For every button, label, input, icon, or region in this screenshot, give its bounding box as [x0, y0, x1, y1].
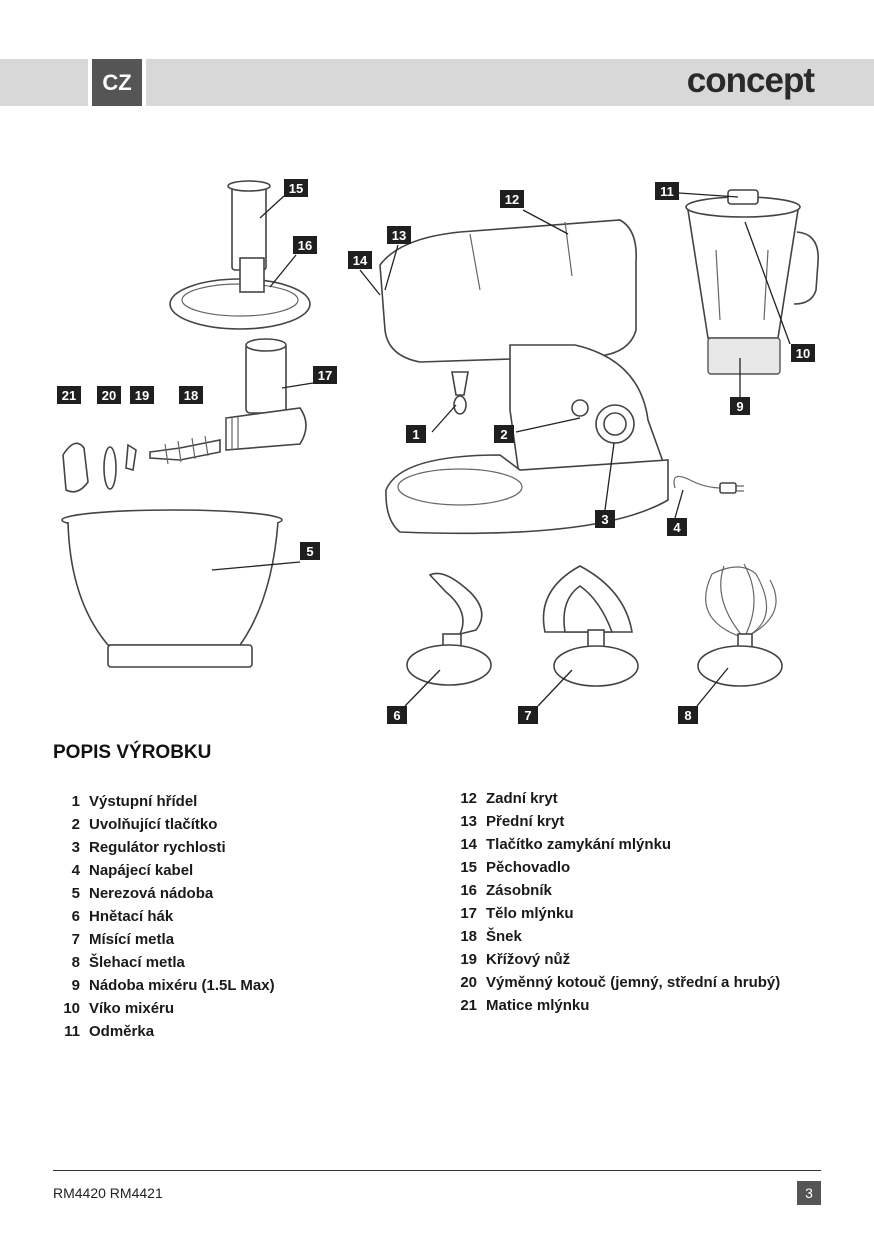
- callout-15: 15: [284, 179, 308, 197]
- mixer-drawing: [379, 219, 669, 535]
- callout-19: 19: [130, 386, 154, 404]
- svg-text:21: 21: [62, 388, 76, 403]
- svg-text:3: 3: [601, 512, 608, 527]
- callout-21: 21: [57, 386, 81, 404]
- product-diagram: 1 2 3 4 5 6 7 8 9 10 11 12 13 14 15 16 1…: [57, 179, 819, 724]
- svg-text:11: 11: [660, 184, 674, 199]
- svg-text:10: 10: [796, 346, 810, 361]
- callout-7: 7: [518, 706, 538, 724]
- flat-beater-drawing: [542, 565, 639, 687]
- grinder-body-drawing: [225, 338, 307, 451]
- page-number: 3: [797, 1181, 821, 1205]
- svg-text:19: 19: [135, 388, 149, 403]
- whisk-drawing: [697, 563, 783, 687]
- blender-jar-drawing: [685, 189, 819, 375]
- language-badge: CZ: [92, 59, 142, 106]
- svg-text:5: 5: [306, 544, 313, 559]
- svg-text:8: 8: [684, 708, 691, 723]
- svg-text:13: 13: [392, 228, 406, 243]
- callout-13: 13: [387, 226, 411, 244]
- svg-text:7: 7: [524, 708, 531, 723]
- header-bar-right: [146, 59, 874, 106]
- callout-11: 11: [655, 182, 679, 200]
- section-title: POPIS VÝROBKU: [53, 742, 212, 763]
- svg-text:20: 20: [102, 388, 116, 403]
- callout-14: 14: [348, 251, 372, 269]
- svg-text:17: 17: [318, 368, 332, 383]
- callout-6: 6: [387, 706, 407, 724]
- svg-text:14: 14: [353, 253, 368, 268]
- svg-text:6: 6: [393, 708, 400, 723]
- callout-20: 20: [97, 386, 121, 404]
- tamper-drawing: [227, 180, 271, 271]
- callout-3: 3: [595, 510, 615, 528]
- svg-text:2: 2: [500, 427, 507, 442]
- callout-17: 17: [313, 366, 337, 384]
- callout-18: 18: [179, 386, 203, 404]
- svg-text:16: 16: [298, 238, 312, 253]
- callout-10: 10: [791, 344, 815, 362]
- brand-logo: concept: [686, 61, 815, 100]
- header-bar-left: [0, 59, 88, 106]
- svg-text:4: 4: [673, 520, 681, 535]
- callout-12: 12: [500, 190, 524, 208]
- bowl-drawing: [61, 509, 283, 668]
- svg-text:1: 1: [412, 427, 419, 442]
- auger-drawing: [149, 435, 221, 465]
- footer-divider: [53, 1170, 821, 1171]
- footer-model-numbers: RM4420 RM4421: [53, 1185, 163, 1201]
- power-cord-drawing: [673, 475, 744, 494]
- ring-nut-drawing: [62, 442, 89, 493]
- callout-8: 8: [678, 706, 698, 724]
- callout-9: 9: [730, 397, 750, 415]
- svg-text:15: 15: [289, 181, 303, 196]
- callout-1: 1: [406, 425, 426, 443]
- plate-drawing: [103, 446, 117, 490]
- svg-text:12: 12: [505, 192, 519, 207]
- leader-lines: [211, 192, 791, 707]
- callout-2: 2: [494, 425, 514, 443]
- svg-text:9: 9: [736, 399, 743, 414]
- dough-hook-drawing: [406, 572, 492, 686]
- svg-text:18: 18: [184, 388, 198, 403]
- callout-5: 5: [300, 542, 320, 560]
- tray-drawing: [169, 257, 311, 330]
- callout-16: 16: [293, 236, 317, 254]
- cross-knife-drawing: [125, 443, 137, 472]
- callout-4: 4: [667, 518, 687, 536]
